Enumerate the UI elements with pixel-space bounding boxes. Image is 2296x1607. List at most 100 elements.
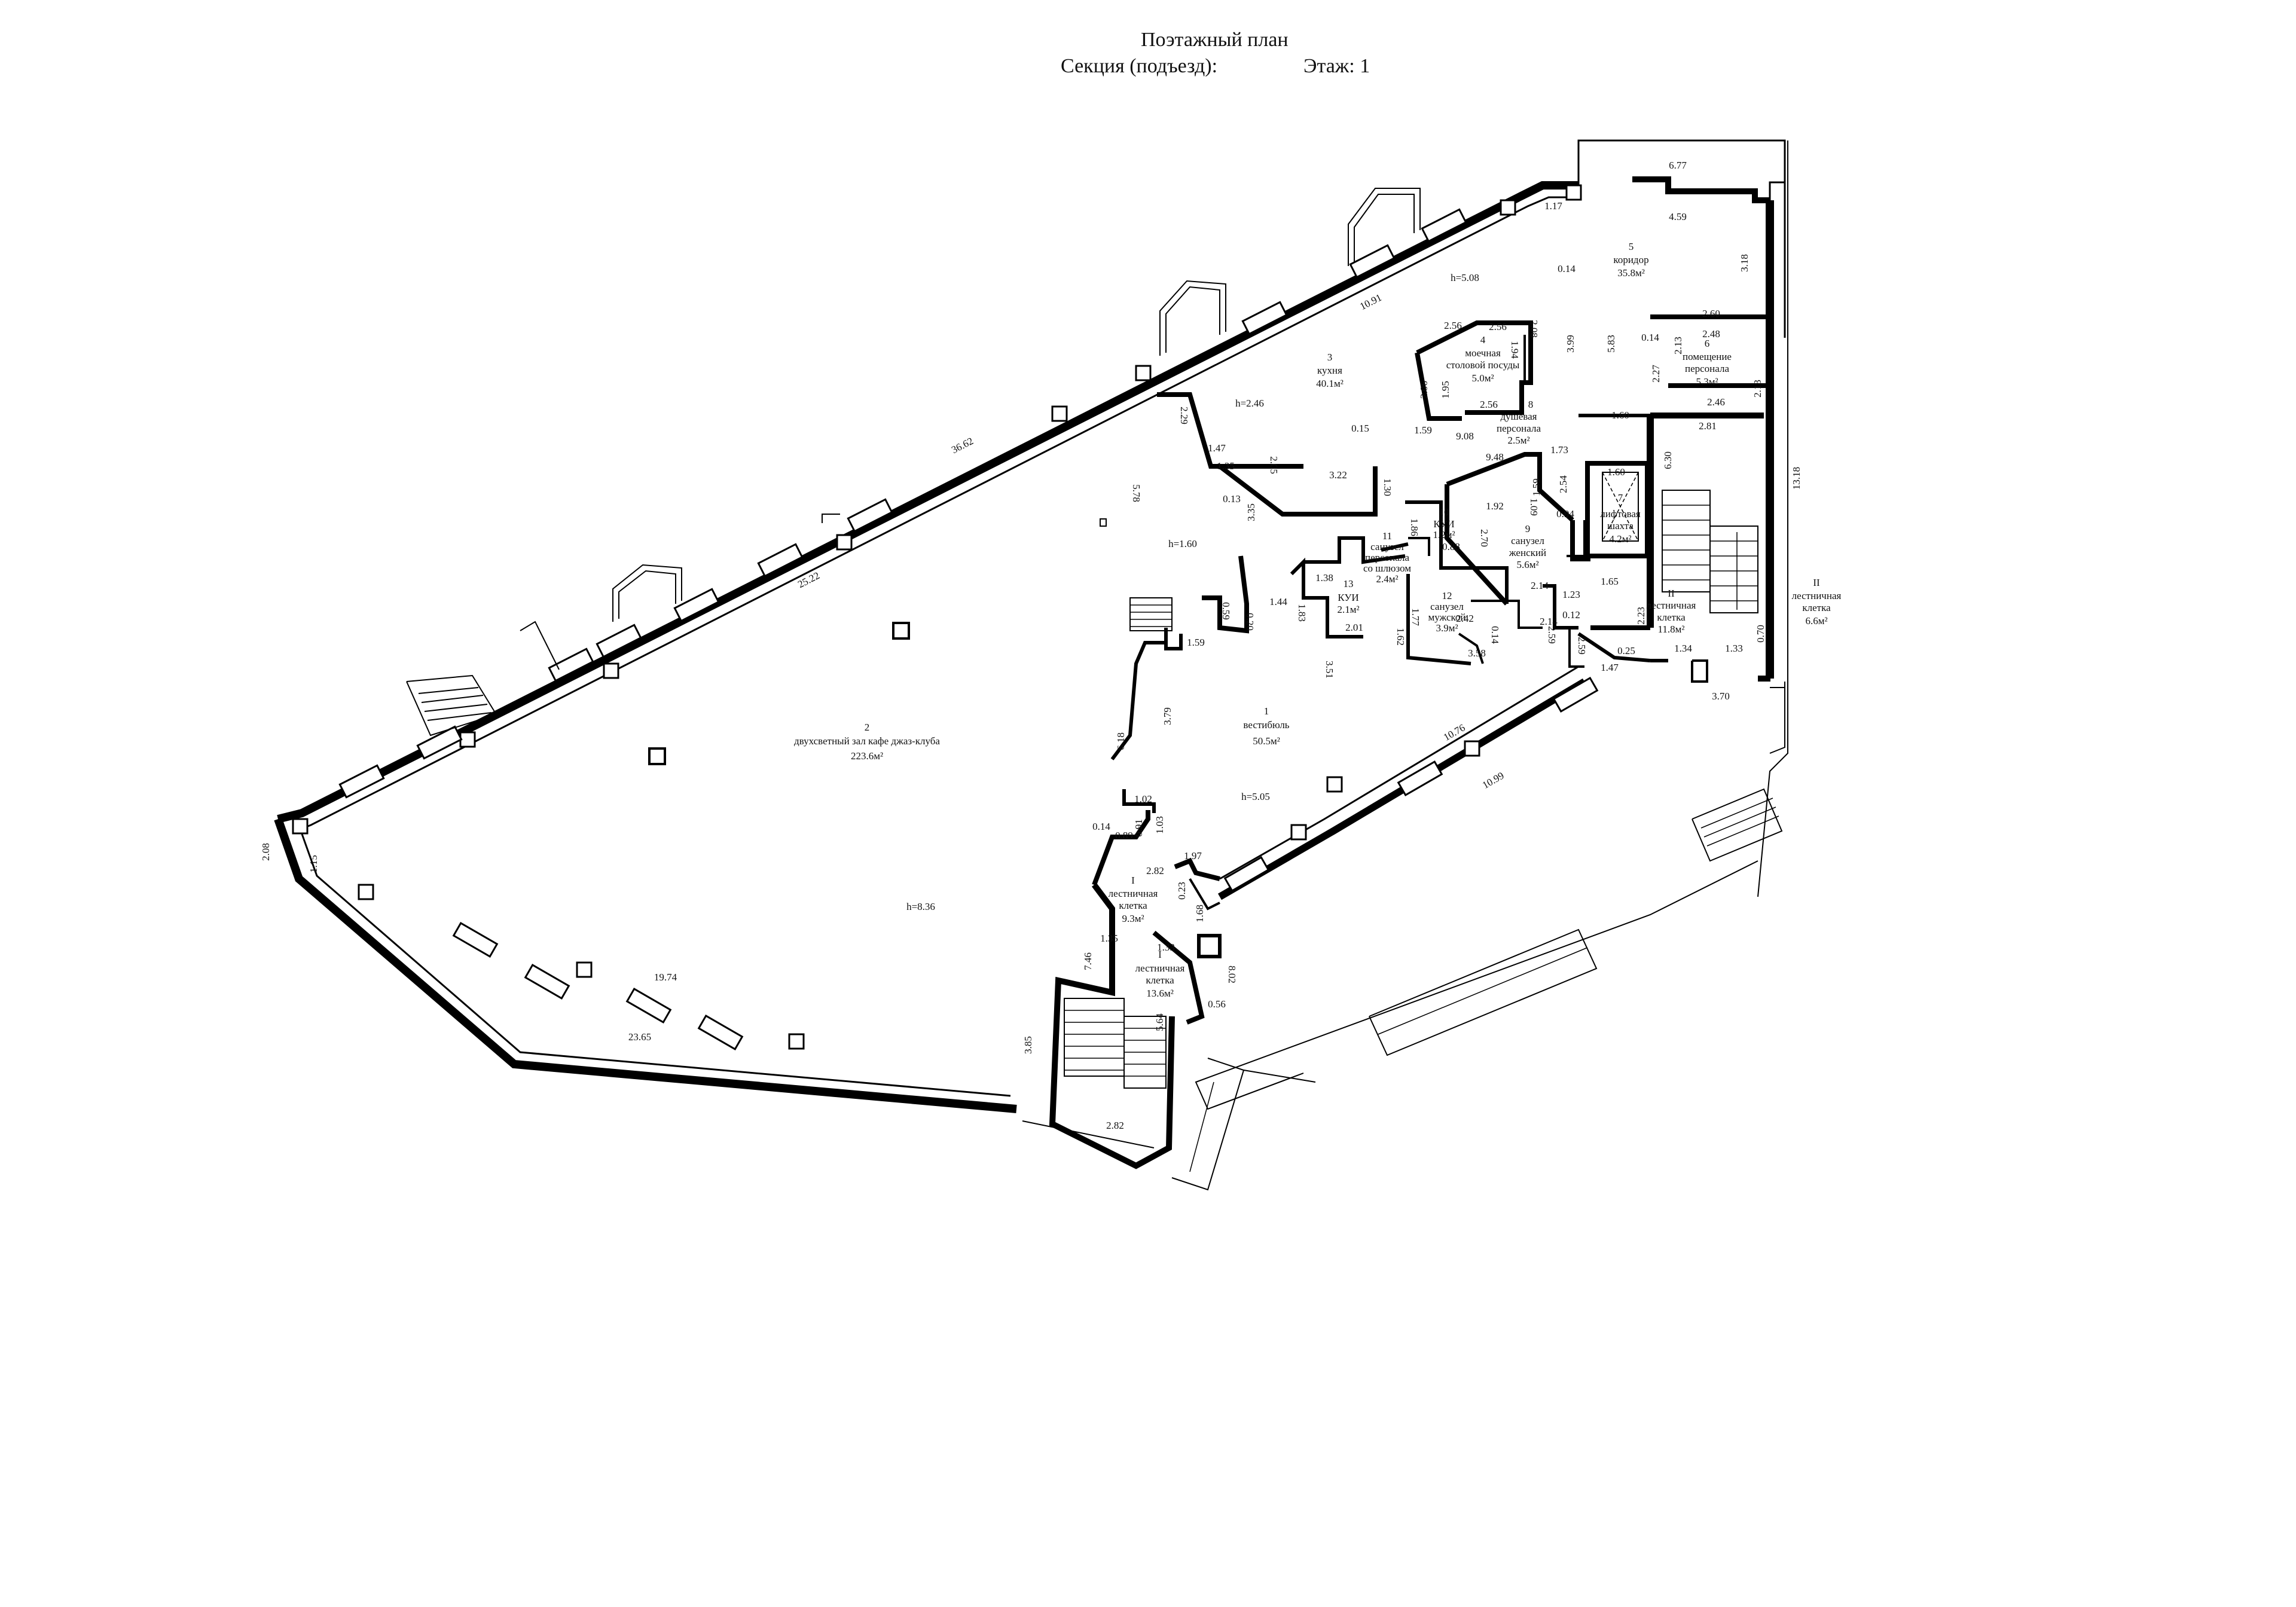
dim-label: 2.27 [1650, 365, 1662, 383]
dim-label: 1.33 [1157, 942, 1175, 953]
dim-label: 0.12 [1562, 609, 1580, 621]
dim-label: 1.30 [1382, 478, 1393, 496]
room-13-area: 2.1м² [1337, 604, 1359, 615]
dim-label: 1.65 [1601, 576, 1619, 587]
dim-label: 2.60 [1702, 308, 1720, 319]
room-I-a-num: I [1131, 875, 1135, 886]
plan-title: Поэтажный план [1141, 29, 1289, 51]
room-13-name: КУИ [1338, 592, 1358, 603]
room-3-area: 40.1м² [1316, 378, 1344, 389]
dim-label: 2.13 [1752, 380, 1763, 398]
room-3-name: кухня [1317, 365, 1342, 376]
room-I-b-name2: клетка [1146, 974, 1174, 986]
room-1-num: 1 [1264, 705, 1269, 717]
dim-label: 1.73 [1550, 444, 1568, 456]
dim-label: 10.91 [1358, 292, 1384, 312]
room-2-num: 2 [865, 722, 870, 733]
dim-label: 1.97 [1184, 850, 1202, 861]
room-12-num: 12 [1442, 590, 1452, 601]
dim-label: 3.18 [1739, 254, 1750, 272]
room-8-name1: душевая [1501, 411, 1537, 422]
dim-label: 23.65 [628, 1031, 651, 1043]
room-9-name1: санузел [1511, 535, 1544, 546]
dim-label: 36.62 [949, 435, 975, 456]
stair-i [1022, 883, 1316, 1191]
room-10-name: КУИ [1433, 518, 1454, 530]
room-4-area: 5.0м² [1471, 372, 1494, 384]
room-13-num: 13 [1344, 578, 1354, 589]
room-8-name2: персонала [1497, 423, 1541, 434]
height-5: h=8.36 [906, 901, 935, 912]
room-9-area: 5.6м² [1516, 559, 1538, 570]
room-12-name2: мужской [1428, 612, 1465, 623]
room-12-area: 3.9м² [1436, 622, 1458, 634]
room-I-a-area: 9.3м² [1122, 913, 1144, 924]
dim-label: 2.46 [1707, 396, 1725, 408]
room-11-name2: персонала [1365, 552, 1409, 563]
room-5-name: коридор [1613, 254, 1648, 265]
room-9-name2: женский [1509, 547, 1546, 558]
dim-label: 1.68 [1194, 905, 1205, 922]
room-5-area: 35.8м² [1617, 267, 1645, 279]
dim-label: 0.13 [1223, 493, 1241, 505]
room-7-name2: шахта [1607, 520, 1634, 531]
dim-label: 2.81 [1699, 420, 1717, 432]
dim-label: 1.02 [1134, 793, 1152, 805]
room-labels: 5 коридор 35.8м² 6 помещение персонала 5… [794, 241, 1841, 999]
room-I-b-name1: лестничная [1135, 963, 1185, 974]
dim-label: 9.48 [1486, 451, 1504, 463]
dim-label: 1.35 [1100, 933, 1118, 944]
dim-label: 8.02 [1226, 966, 1238, 983]
dim-label: 0.14 [1092, 821, 1110, 832]
dim-label: 1.59 [1187, 637, 1205, 648]
room-I-a-name2: клетка [1119, 900, 1147, 911]
dim-label: 3.79 [1162, 707, 1173, 725]
height-marks: h=5.08 h=2.46 h=1.60 h=5.05 h=8.36 [906, 272, 1479, 912]
room-12-name1: санузел [1430, 601, 1464, 612]
height-3: h=1.60 [1168, 538, 1197, 549]
room-2-area: 223.6м² [851, 750, 883, 762]
dim-label: 1.35 [1217, 460, 1235, 472]
facade-windows [292, 184, 1599, 1050]
columns [648, 518, 1107, 765]
dim-label: 1.44 [1269, 596, 1287, 607]
dim-label: 2.05 [1268, 456, 1280, 474]
dim-label: 2.54 [1558, 475, 1569, 493]
dim-label: 2.08 [260, 843, 271, 861]
dim-label: 5.64 [1154, 1013, 1165, 1031]
room-6-name2: персонала [1685, 363, 1729, 374]
dim-label: 2.70 [1479, 529, 1490, 547]
room-11-num: 11 [1382, 530, 1392, 542]
room-II-a-name1: лестничная [1647, 600, 1696, 611]
room-4-num: 4 [1480, 334, 1486, 346]
room-9-num: 9 [1525, 523, 1531, 534]
dim-label: 13.18 [1791, 467, 1802, 490]
dim-label: 1.47 [1601, 662, 1619, 673]
dim-label: 2.42 [1456, 613, 1474, 624]
right-wing-walls [1195, 139, 1788, 1110]
outer-walls [274, 181, 1587, 1113]
room-11-name1: санузел [1370, 541, 1404, 552]
dim-label: 0.56 [1208, 998, 1226, 1010]
dim-label: 1.38 [1315, 572, 1333, 583]
dim-label: 0.14 [1558, 263, 1576, 274]
plan-header: Поэтажный план Секция (подъезд): Этаж: 1 [0, 0, 2296, 84]
dimension-labels: 36.62 25.22 10.91 1.17 6.77 4.59 0.14 3.… [260, 160, 1802, 1131]
room-10-area: 1.2м² [1433, 529, 1455, 540]
dim-label: 2.82 [1146, 865, 1164, 876]
room-8-num: 8 [1528, 399, 1534, 410]
room-4-name2: столовой посуды [1446, 359, 1520, 371]
dim-label: 0.91 [1133, 819, 1144, 837]
room-I-b-num: I [1158, 949, 1162, 960]
dim-label: 1.94 [1509, 341, 1521, 359]
dim-label: 1.62 [1395, 628, 1406, 646]
dim-label: 1.09 [1528, 498, 1540, 516]
dim-label: 5.83 [1605, 335, 1617, 353]
dim-label: 0.14 [1489, 626, 1501, 644]
dim-label: 10.76 [1442, 722, 1467, 743]
dim-label: 0.94 [1556, 508, 1574, 520]
dim-label: 1.83 [1296, 604, 1308, 622]
room-II-a-area: 11.8м² [1658, 624, 1685, 635]
room-II-b-name2: клетка [1802, 602, 1831, 613]
dim-label: 6.18 [1115, 732, 1126, 750]
